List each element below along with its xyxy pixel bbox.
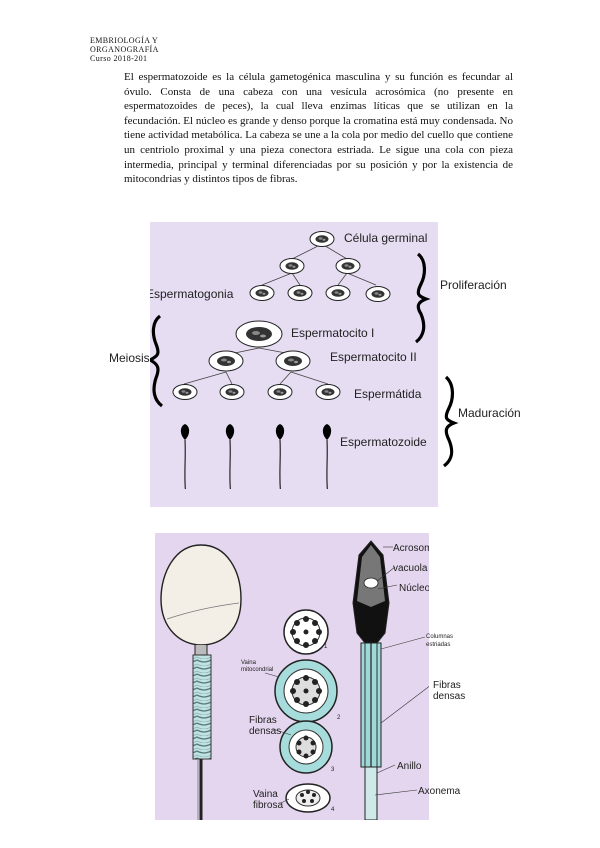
- label-germ-cell: Célula germinal: [344, 231, 427, 245]
- label-annulus: Anillo: [397, 761, 422, 772]
- spermatocyte2-cell: [208, 350, 244, 372]
- spermatocyte1-cell: [235, 320, 283, 348]
- label-maturation: Maduración: [458, 406, 521, 420]
- label-meiosis: Meiosis: [109, 351, 150, 365]
- sperm-head-illustration: [160, 544, 242, 820]
- label-spermatocyte2: Espermatocito II: [330, 350, 417, 364]
- label-vacuole: vacuola: [393, 563, 428, 574]
- label-dense-fibers-left-l2: densas: [249, 726, 281, 737]
- intro-paragraph: El espermatozoide es la célula gametogén…: [124, 71, 513, 186]
- label-spermatocyte1: Espermatocito I: [291, 326, 374, 340]
- spermatozoon-cell: [322, 423, 332, 490]
- spermatocyte2-cell: [275, 350, 311, 372]
- label-dense-fibers-right-l2: densas: [433, 691, 465, 702]
- spermatogenesis-svg: Célula germinal Espermatogonia Espermato…: [150, 231, 431, 490]
- label-fibrous-sheath-l2: fibrosa: [253, 800, 283, 811]
- label-acrosome: Acrosoma: [393, 543, 429, 554]
- course-header: EMBRIOLOGÍA Y ORGANOGRAFÍA Curso 2018-20…: [90, 36, 159, 63]
- section-number-1: 1: [324, 644, 328, 650]
- spermatogonia-cell: [335, 258, 361, 274]
- label-columns-l1: Columnas: [426, 634, 453, 640]
- germ-cell: [309, 231, 335, 247]
- spermatozoon-cell: [275, 423, 285, 490]
- label-spermatogonia: Espermatogonia: [150, 287, 234, 301]
- label-spermatozoon: Espermatozoide: [340, 435, 427, 449]
- label-dense-fibers-left-l1: Fibras: [249, 715, 277, 726]
- section-number-3: 3: [331, 767, 335, 773]
- proliferation-brace: [414, 252, 431, 344]
- label-nucleus: Núcleo: [399, 583, 429, 594]
- spermatogonia-cell: [279, 258, 305, 274]
- spermatogonia-cell: [365, 286, 391, 302]
- cross-section-1: [283, 609, 329, 655]
- cross-section-2: [274, 659, 338, 723]
- label-columns-l2: estriadas: [426, 642, 450, 648]
- header-course-year: Curso 2018-201: [90, 54, 148, 63]
- spermatid-cell: [267, 384, 293, 400]
- spermatogenesis-diagram: Célula germinal Espermatogonia Espermato…: [150, 222, 438, 507]
- spermatozoon-cell: [180, 423, 190, 490]
- label-mito-sheath-l1: Vaina: [241, 660, 257, 666]
- label-dense-fibers-right-l1: Fibras: [433, 680, 461, 691]
- spermatogonia-cell: [325, 285, 351, 301]
- sperm-structure-svg: 1 2 3 4 Vaina mi: [160, 540, 429, 820]
- label-spermatid: Espermátida: [354, 387, 422, 401]
- sperm-structure-diagram: 1 2 3 4 Vaina mi: [155, 533, 429, 820]
- label-proliferation: Proliferación: [440, 278, 507, 292]
- spermatid-cell: [315, 384, 341, 400]
- spermatid-cell: [172, 384, 198, 400]
- section-number-4: 4: [331, 807, 335, 813]
- header-subject-line1: EMBRIOLOGÍA Y: [90, 36, 159, 45]
- section-number-2: 2: [337, 715, 341, 721]
- label-fibrous-sheath-l1: Vaina: [253, 789, 278, 800]
- meiosis-brace: [150, 314, 164, 408]
- maturation-brace: [442, 375, 459, 468]
- cross-section-3: [279, 720, 333, 774]
- longitudinal-section: [352, 540, 390, 820]
- spermatogonia-cell: [287, 285, 313, 301]
- header-subject-line2: ORGANOGRAFÍA: [90, 45, 159, 54]
- label-mito-sheath-l2: mitocondrial: [241, 667, 273, 673]
- spermatogonia-cell: [249, 285, 275, 301]
- cross-section-4: [285, 783, 331, 813]
- spermatid-cell: [219, 384, 245, 400]
- spermatozoon-cell: [225, 423, 235, 490]
- label-pointer-lines: [264, 546, 429, 804]
